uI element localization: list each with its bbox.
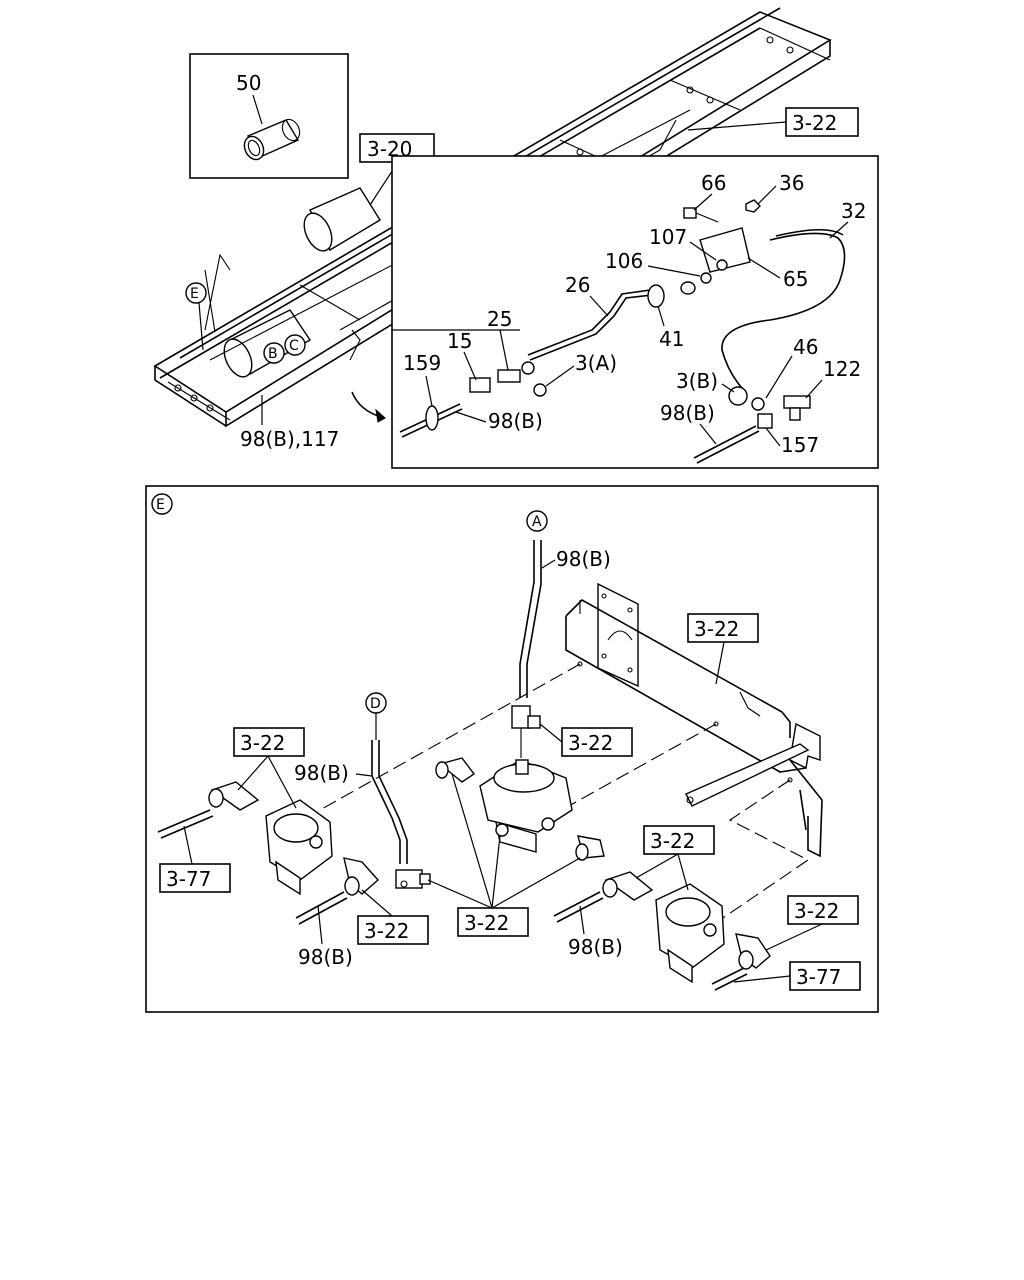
ref-bracket-text: 3-22 — [694, 617, 739, 641]
circle-e-detail-text: E — [156, 497, 165, 513]
ref-center-low: 3-22 — [427, 773, 581, 937]
ref-3-22-top-text: 3-22 — [792, 111, 837, 135]
circle-b-top: B — [263, 342, 285, 364]
ref-left-valve-text: 3-22 — [240, 731, 285, 755]
ref-right-lower-text: 3-22 — [794, 899, 839, 923]
elbow-center-left — [435, 757, 476, 783]
label-65: 65 — [783, 267, 808, 291]
circle-d-text: D — [370, 696, 381, 712]
label-98b-left: 98(B) — [298, 945, 353, 969]
label-122: 122 — [823, 357, 861, 381]
valve-right — [655, 883, 725, 984]
elbow-right-lower — [735, 933, 771, 970]
label-32: 32 — [841, 199, 866, 223]
label-106: 106 — [605, 249, 643, 273]
fitting-15 — [469, 377, 491, 393]
ref-3-22-top: 3-22 — [687, 107, 859, 137]
ref-tee: 3-22 — [539, 723, 633, 757]
tube-d — [371, 740, 408, 864]
label-46: 46 — [793, 335, 818, 359]
label-98b-d: 98(B) — [294, 761, 349, 785]
ref-right-valve-text: 3-22 — [650, 829, 695, 853]
label-41: 41 — [659, 327, 684, 351]
circle-e-detail: E — [151, 493, 173, 515]
label-159: 159 — [403, 351, 441, 375]
ref-3-77-right: 3-77 — [733, 961, 861, 991]
label-107: 107 — [649, 225, 687, 249]
fitting-25 — [497, 361, 535, 383]
circle-e-top-text: E — [190, 286, 199, 302]
label-15: 15 — [447, 329, 472, 353]
ref-3-77-left: 3-77 — [159, 825, 231, 893]
tube-157 — [693, 413, 773, 464]
bracket-assembly — [565, 582, 823, 858]
nut-3a — [533, 383, 547, 397]
elbow-right-top — [602, 871, 654, 901]
label-3a: 3(A) — [575, 351, 617, 375]
ref-bottom-mid: 3-22 — [357, 889, 429, 945]
ref-center-low-text: 3-22 — [464, 911, 509, 935]
tee-fitting-center — [511, 705, 541, 758]
ref-3-77-right-text: 3-77 — [796, 965, 841, 989]
circle-c-top-text: C — [289, 338, 299, 354]
label-26: 26 — [565, 273, 590, 297]
label-157: 157 — [781, 433, 819, 457]
circle-d: D — [365, 692, 387, 740]
label-66: 66 — [701, 171, 726, 195]
label-98b-top: 98(B) — [556, 547, 611, 571]
ref-bottom-mid-text: 3-22 — [364, 919, 409, 943]
tee-122 — [783, 395, 811, 421]
relay-valve-center — [479, 759, 573, 853]
ref-left-valve: 3-22 — [233, 727, 305, 809]
bushing-50 — [243, 118, 301, 161]
tube-right-3-77 — [711, 967, 748, 991]
frame-label: 98(B),117 — [240, 427, 339, 451]
fitting-41 — [647, 281, 696, 308]
label-3b: 3(B) — [676, 369, 718, 393]
circle-e-top: E — [185, 282, 207, 351]
label-98b-inset-a: 98(B) — [488, 409, 543, 433]
tube-left-3-77 — [157, 809, 214, 839]
label-50: 50 — [236, 71, 261, 95]
circle-a-text: A — [532, 514, 542, 530]
ref-right-lower: 3-22 — [765, 895, 859, 951]
elbow-left-lower — [343, 857, 379, 896]
valve-left — [265, 799, 333, 896]
circle-c-top: C — [284, 334, 306, 356]
detail-50-box: 50 — [189, 53, 349, 179]
inset-detail: 66 36 32 107 106 65 26 41 25 15 159 3(A)… — [391, 155, 879, 469]
tee-fitting-lower — [395, 869, 431, 889]
circle-b-top-text: B — [268, 346, 278, 362]
label-36: 36 — [779, 171, 804, 195]
detail-e: E — [145, 485, 879, 1013]
tube-a — [519, 540, 542, 698]
label-25: 25 — [487, 307, 512, 331]
ref-bracket: 3-22 — [687, 613, 759, 685]
tube-left-98b — [295, 891, 348, 925]
ref-right-valve: 3-22 — [635, 825, 715, 891]
ref-tee-text: 3-22 — [568, 731, 613, 755]
circle-a: A — [526, 510, 548, 532]
elbow-center-right — [575, 835, 605, 861]
ref-3-77-left-text: 3-77 — [166, 867, 211, 891]
label-98b-right: 98(B) — [568, 935, 623, 959]
label-98b-inset-b: 98(B) — [660, 401, 715, 425]
elbow-left-top — [208, 781, 260, 811]
air-tank-front — [303, 187, 381, 252]
